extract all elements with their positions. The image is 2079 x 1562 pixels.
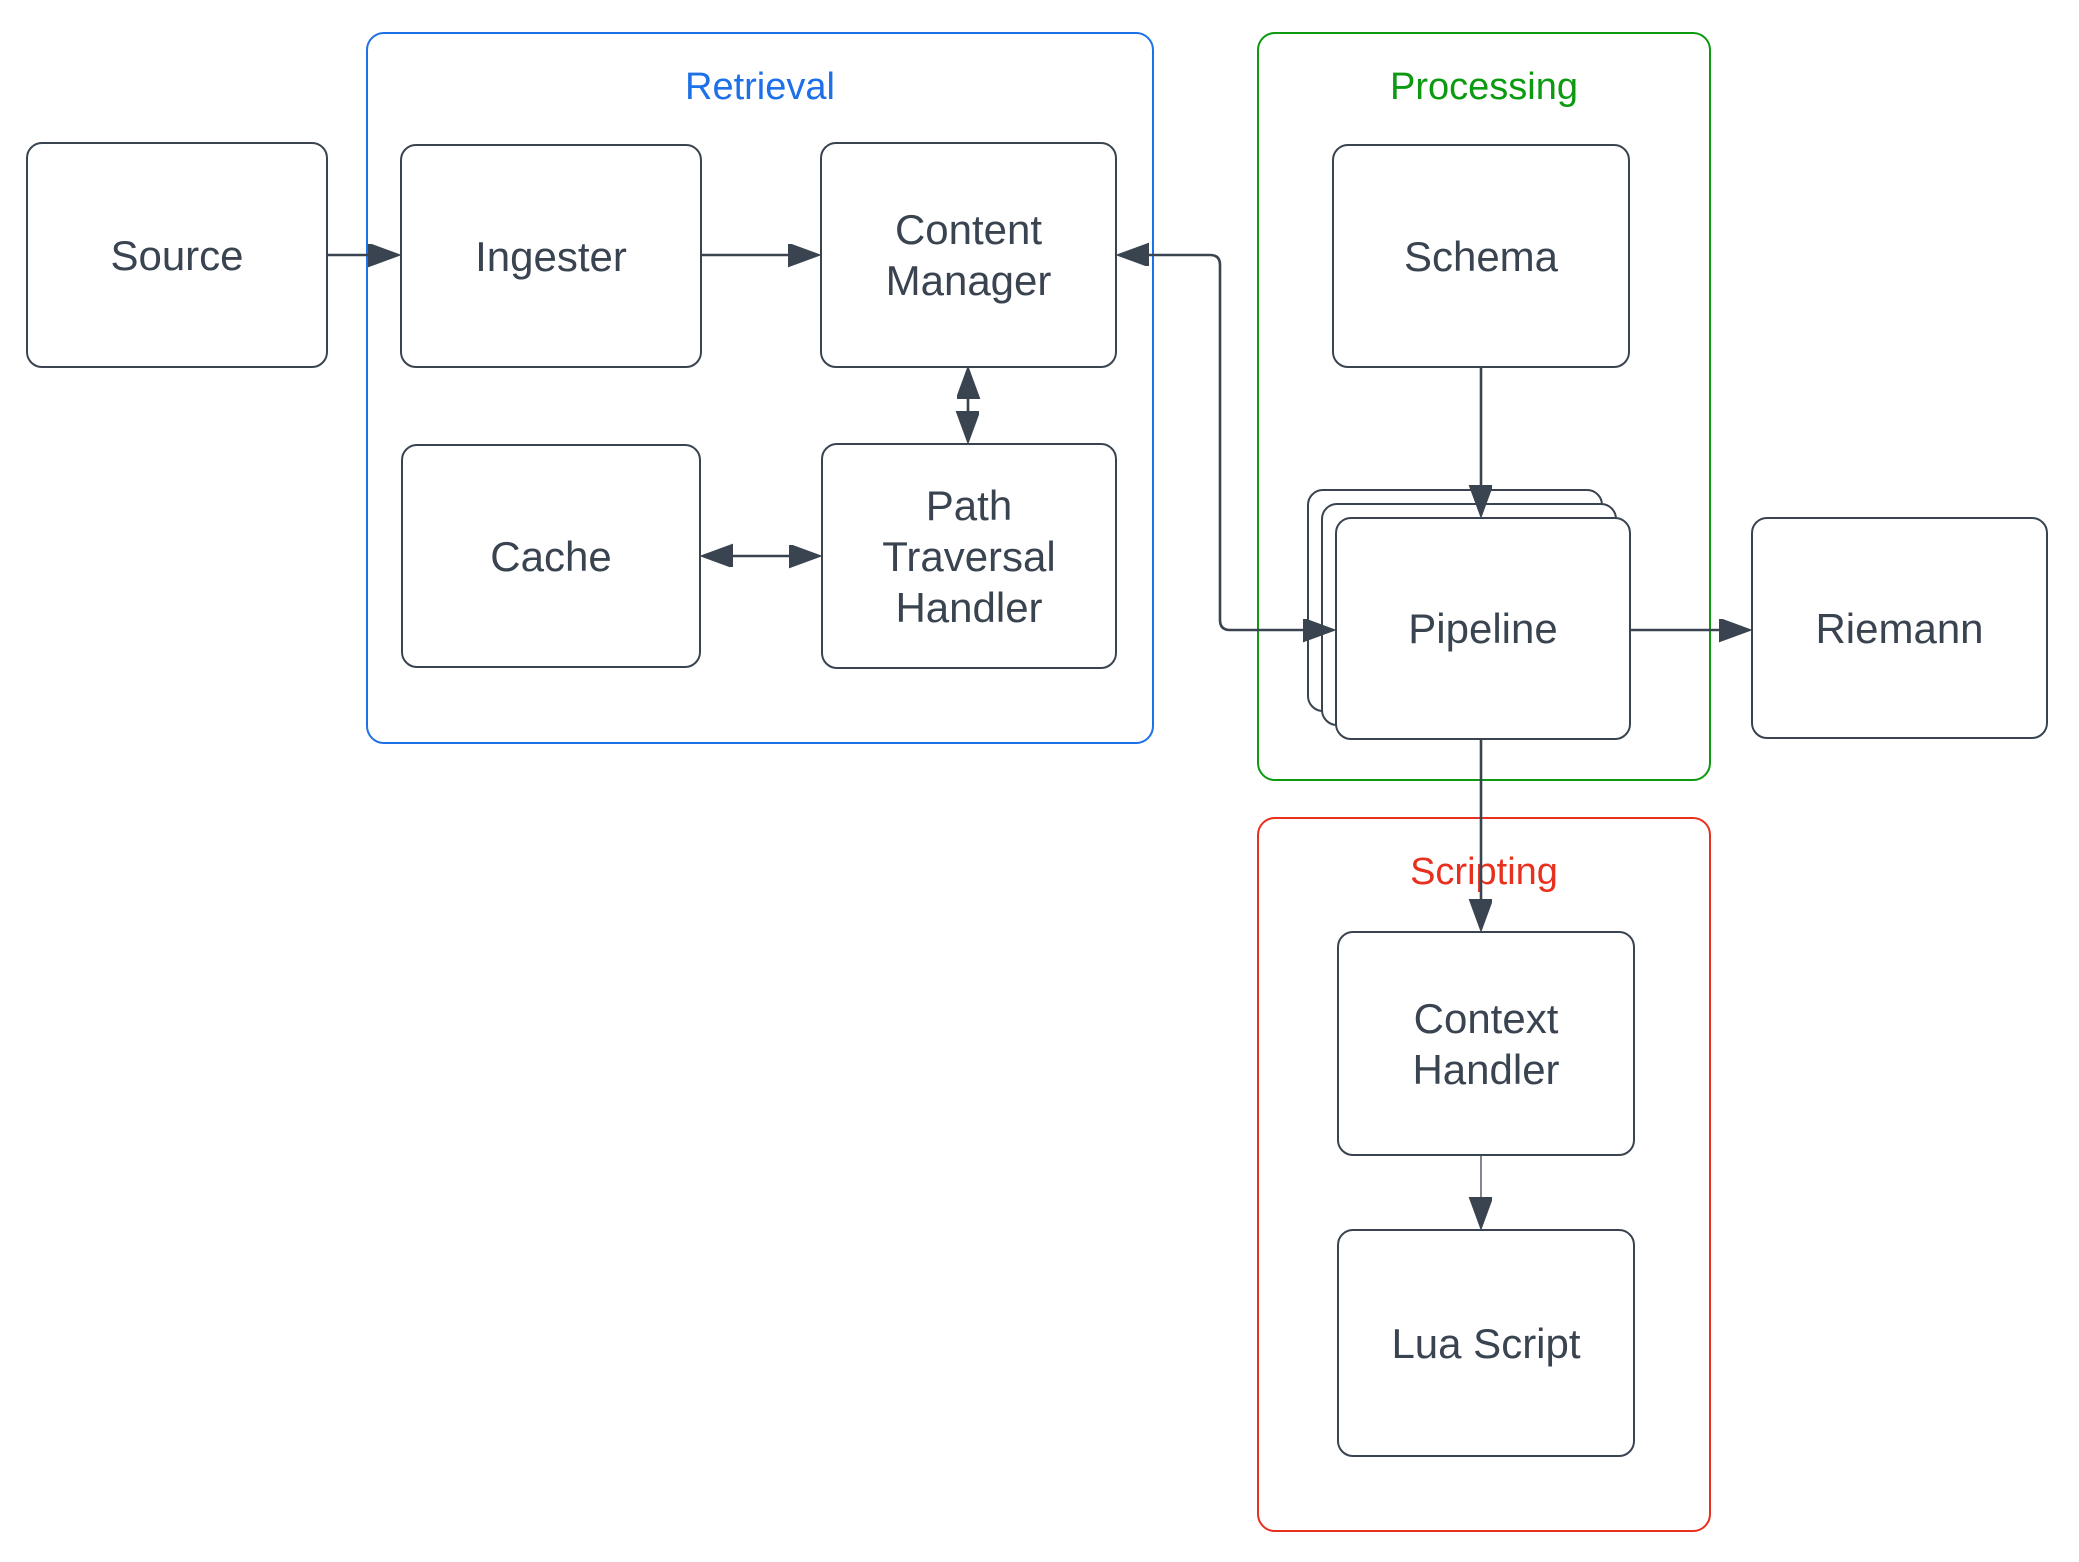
node-cache-label: Cache [490,532,612,580]
node-lua-script-label: Lua Script [1391,1319,1581,1367]
node-schema-label: Schema [1403,232,1559,280]
node-context-handler-label: Context Handler [1412,994,1560,1093]
group-scripting-label: Scripting [1410,851,1558,893]
node-ingester-label: Ingester [475,232,627,280]
node-source-label: Source [110,231,244,279]
node-content-manager-label: Content Manager [885,206,1052,304]
node-path-traversal-handler-label: Path Traversal Handler [882,481,1056,631]
node-pipeline-label: Pipeline [1408,605,1558,652]
node-cache: Cache [401,444,701,668]
group-scripting: Scripting [1257,817,1711,1532]
group-retrieval-label: Retrieval [685,66,835,108]
node-context-handler: Context Handler [1337,931,1635,1156]
node-source: Source [26,142,328,368]
group-processing-label: Processing [1390,66,1578,108]
node-schema: Schema [1332,144,1630,368]
node-riemann: Riemann [1751,517,2048,739]
node-lua-script: Lua Script [1337,1229,1635,1457]
node-content-manager: Content Manager [820,142,1117,368]
node-riemann-label: Riemann [1815,604,1984,652]
node-ingester: Ingester [400,144,702,368]
node-path-traversal-handler: Path Traversal Handler [821,443,1117,669]
node-pipeline: Pipeline [1335,517,1631,740]
